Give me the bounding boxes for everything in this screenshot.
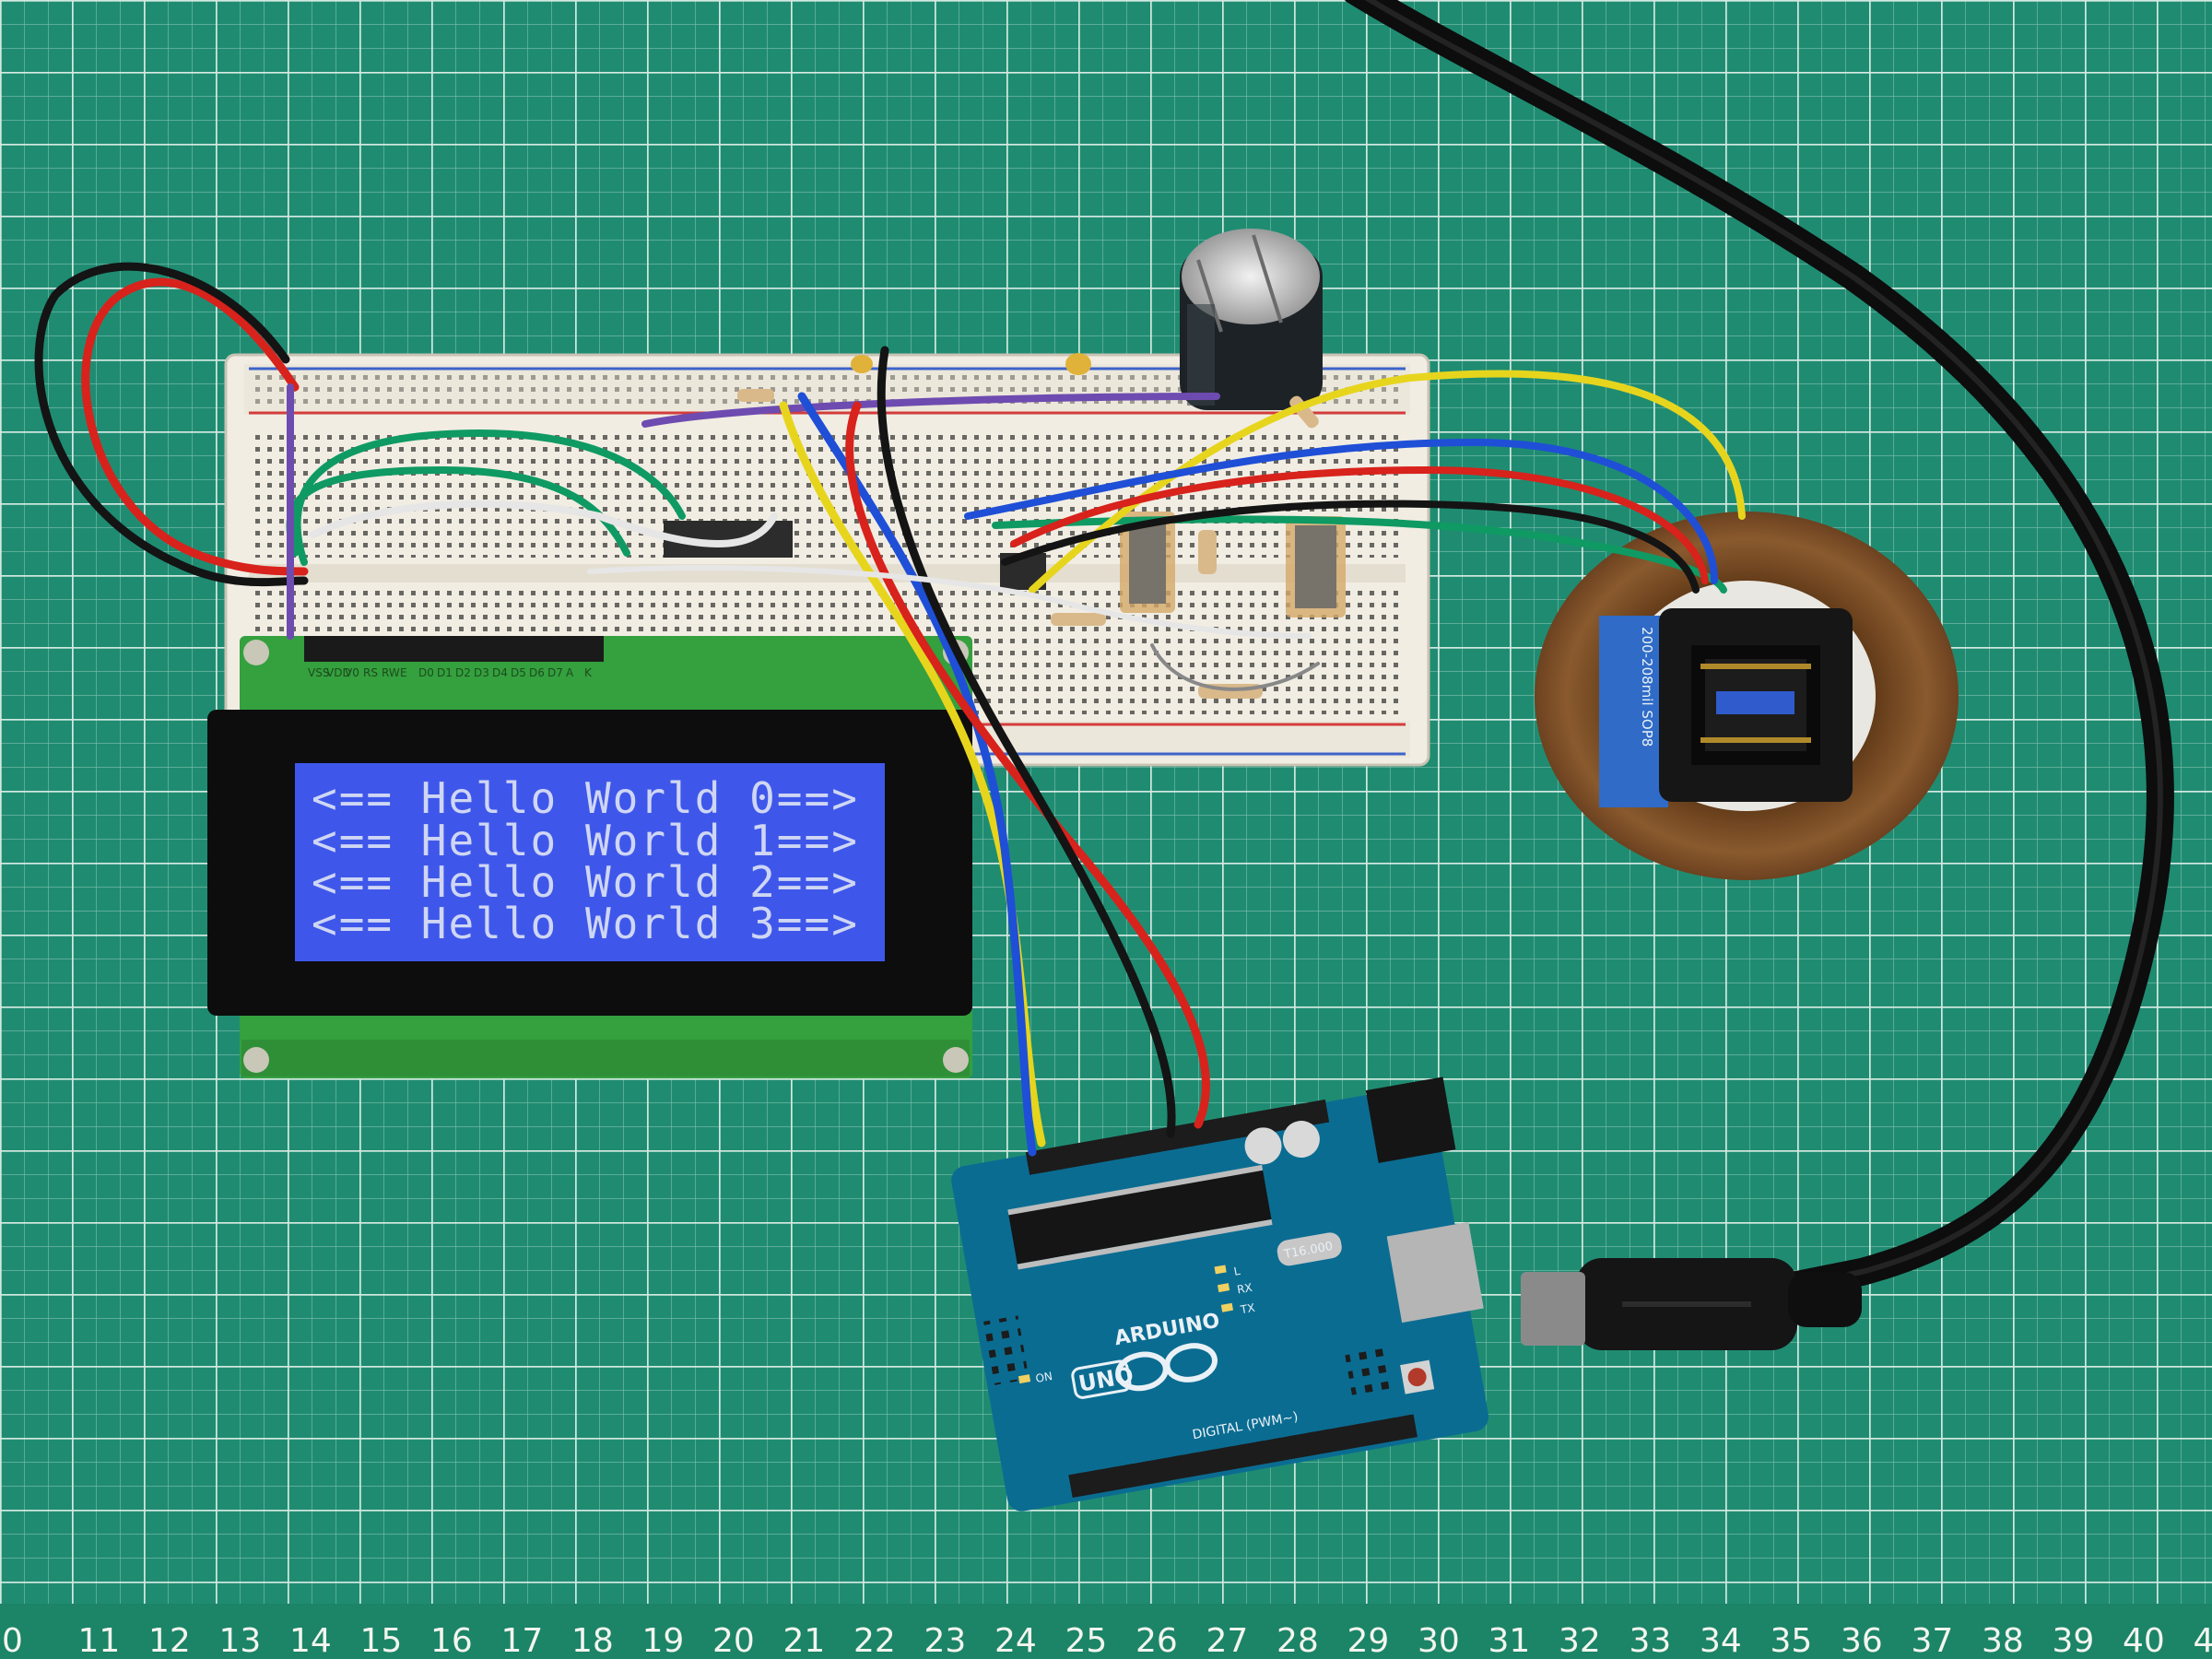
wire-red-long (1010, 465, 1709, 584)
lcd-header-pins (304, 636, 604, 662)
ruler-number: 21 (783, 1622, 826, 1659)
wire-purple-top (641, 393, 1220, 428)
lcd-line-4: <== Hello World 3==> (312, 899, 859, 948)
crystal (1277, 1232, 1342, 1266)
ruler-number: 36 (1841, 1622, 1883, 1659)
lcd-pin-label: D4 (492, 666, 508, 679)
lcd-pin-label: V0 (345, 666, 359, 679)
ruler-number: 33 (1630, 1622, 1672, 1659)
icsp-header-right (1343, 1338, 1398, 1397)
ruler-strip (0, 1604, 2212, 1659)
lcd-pin-label: D5 (511, 666, 526, 679)
lcd-pin-label: A (566, 666, 574, 679)
ruler-number: 37 (1912, 1622, 1954, 1659)
lcd-pin-label: D3 (474, 666, 489, 679)
ruler-number: 35 (1771, 1622, 1813, 1659)
lcd-pin-label: E (400, 666, 407, 679)
ruler-number: 27 (1206, 1622, 1249, 1659)
rx-led-label: RX (1236, 1281, 1253, 1297)
ruler-numbers: 0 11 12 13 14 15 16 17 18 19 20 21 22 23 24 25 26 27 28 29 3… (2, 1622, 2212, 1659)
ruler-number: 25 (1065, 1622, 1108, 1659)
ruler-number: 22 (853, 1622, 896, 1659)
lcd-pin-label: RS (363, 666, 378, 679)
wire-yellow-long (1029, 370, 1746, 594)
ruler-number: 34 (1700, 1622, 1742, 1659)
wire-white-bundle (310, 500, 778, 547)
ruler-number: 29 (1347, 1622, 1390, 1659)
ruler-number: 20 (712, 1622, 755, 1659)
wire-white-mid (587, 565, 1312, 639)
wire-blue-long (964, 438, 1718, 584)
ruler-number: 28 (1277, 1622, 1319, 1659)
ruler-number: 38 (1982, 1622, 2024, 1659)
ruler-number: 15 (360, 1622, 403, 1659)
wire-red-loop (81, 277, 309, 576)
breadboard-upper-field (253, 433, 1401, 558)
adapter-label: 200-208mil SOP8 (1639, 627, 1655, 747)
ruler-number: 39 (2053, 1622, 2095, 1659)
ruler-number: 12 (148, 1622, 191, 1659)
lcd-pin-label: D7 (547, 666, 563, 679)
ruler-number: 30 (1418, 1622, 1460, 1659)
usb-plug-metal (1521, 1272, 1585, 1346)
arduino-logo (1115, 1343, 1218, 1392)
ruler-number: 19 (642, 1622, 685, 1659)
lcd-pin-label: D6 (529, 666, 545, 679)
lcd-line-3: <== Hello World 2==> (312, 857, 859, 907)
ruler-number: 13 (219, 1622, 262, 1659)
wire-gray-lower (1150, 643, 1320, 691)
ruler-number: 41 (2194, 1622, 2212, 1659)
lcd-line-2: <== Hello World 1==> (312, 816, 859, 865)
lcd-pin-label: D0 (418, 666, 434, 679)
usb-b-port (1386, 1221, 1484, 1324)
capacitor-1 (1244, 1127, 1282, 1165)
atmega-chip (1008, 1169, 1272, 1265)
ruler-number: 16 (430, 1622, 473, 1659)
arduino-pcb (951, 1086, 1489, 1512)
lcd-pin-label: VDD (326, 666, 351, 679)
l-led-label: L (1233, 1265, 1241, 1278)
lcd-pin-label: D1 (437, 666, 453, 679)
lcd-line-1: <== Hello World 0==> (312, 773, 859, 823)
ruler-number: 18 (571, 1622, 614, 1659)
wire-black-to-arduino (877, 346, 1176, 1138)
ruler-number: 14 (289, 1622, 332, 1659)
lcd-pin-label: K (584, 666, 593, 679)
sop8-socket-on-tape: 200-208mil SOP8 (1535, 512, 1959, 880)
dc-barrel-jack (1365, 1077, 1456, 1163)
ruler-number: 11 (78, 1622, 121, 1659)
on-led-label: ON (1034, 1370, 1053, 1385)
ruler-number: 23 (924, 1622, 967, 1659)
ruler-number: 32 (1559, 1622, 1601, 1659)
lcd-pin-label: RW (382, 666, 400, 679)
ruler-number: 31 (1488, 1622, 1531, 1659)
ruler-number: 17 (501, 1622, 544, 1659)
ruler-number: 26 (1135, 1622, 1178, 1659)
ruler-number: 24 (994, 1622, 1037, 1659)
wire-black-loop (34, 262, 309, 587)
icsp-header (983, 1315, 1030, 1385)
jumper-wires (34, 262, 1746, 1157)
tx-led-label: TX (1239, 1301, 1256, 1317)
ruler-number: 40 (2123, 1622, 2165, 1659)
lcd-pin-label: D2 (455, 666, 471, 679)
lcd-pin-label: VSS (308, 666, 329, 679)
usb-plug-strain (1788, 1272, 1862, 1327)
wire-black-long (1001, 500, 1700, 594)
arduino-uno: T16.000 ARDUINO UNO DIGITAL (PWM~) ON TX… (951, 1077, 1489, 1512)
ruler-number: 0 (2, 1622, 23, 1659)
lcd-screen (295, 763, 885, 961)
usb-cable (1344, 0, 2174, 1350)
wire-blue-to-arduino (797, 392, 1037, 1157)
electrolytic-capacitor (1180, 229, 1323, 410)
adapter-board (1599, 616, 1668, 807)
capacitor-2 (1282, 1121, 1320, 1159)
wire-yellow-to-arduino (779, 401, 1046, 1147)
